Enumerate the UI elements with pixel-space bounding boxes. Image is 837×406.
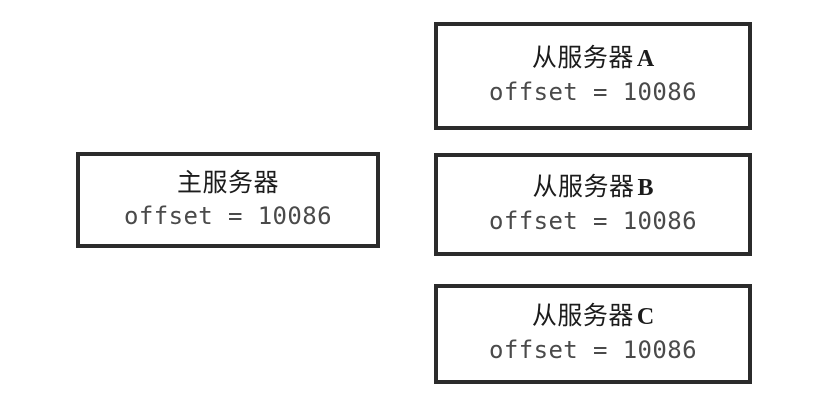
node-slave-server-c-title-text: 从服务器 bbox=[531, 303, 634, 331]
node-master-server-title-text: 主服务器 bbox=[176, 169, 279, 197]
node-master-server[interactable]: 主服务器 offset = 10086 bbox=[76, 152, 380, 248]
node-slave-server-b-offset: offset = 10086 bbox=[489, 206, 697, 235]
node-slave-server-c-suffix: C bbox=[636, 304, 655, 331]
node-slave-server-c-offset: offset = 10086 bbox=[489, 336, 697, 365]
node-master-server-offset: offset = 10086 bbox=[124, 201, 332, 230]
node-master-server-title: 主服务器 bbox=[177, 170, 279, 198]
node-slave-server-b-title-text: 从服务器 bbox=[532, 173, 635, 201]
node-slave-server-a-offset: offset = 10086 bbox=[489, 78, 697, 107]
node-slave-server-a-suffix: A bbox=[636, 46, 655, 73]
node-slave-server-b-suffix: B bbox=[637, 174, 654, 201]
node-slave-server-a-title-text: 从服务器 bbox=[531, 45, 634, 73]
